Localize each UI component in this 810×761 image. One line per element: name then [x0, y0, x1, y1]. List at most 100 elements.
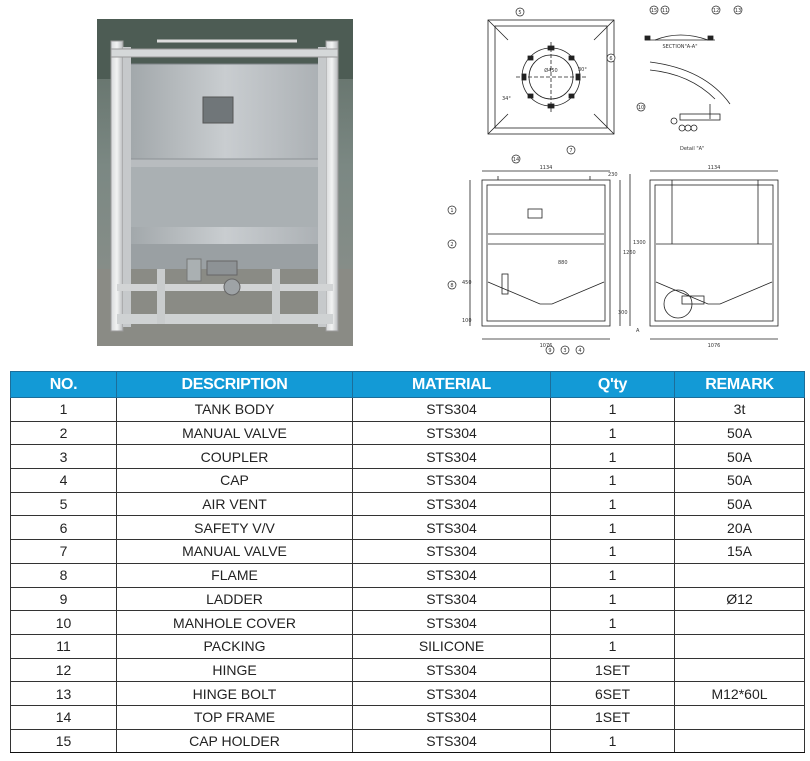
cell-no: 1	[10, 397, 117, 422]
cell-description: MANHOLE COVER	[116, 610, 353, 635]
cell-remark: 3t	[674, 397, 805, 422]
side-bottom-width-label: 1076	[540, 343, 553, 349]
cell-description: AIR VENT	[116, 491, 353, 517]
callout-number: 13	[735, 8, 741, 14]
detail-a-label: Detail "A"	[680, 146, 704, 152]
callout-balloon	[733, 5, 743, 15]
cell-remark: M12*60L	[674, 681, 805, 706]
callout-number: 1	[450, 208, 453, 214]
header-remark: REMARK	[674, 371, 805, 398]
cell-description: CAP	[116, 468, 353, 493]
cell-description: LADDER	[116, 586, 353, 612]
cell-remark: 50A	[674, 491, 805, 517]
cell-description: SAFETY V/V	[116, 515, 353, 541]
callout-number: 8	[450, 283, 453, 289]
cell-description: CAP HOLDER	[116, 728, 353, 754]
cell-qty: 1SET	[550, 704, 675, 730]
front-view	[649, 170, 779, 340]
header-material: MATERIAL	[352, 371, 551, 398]
cell-qty: 1	[550, 728, 675, 754]
cell-description: MANUAL VALVE	[116, 420, 353, 446]
cell-material: SILICONE	[352, 633, 551, 659]
cell-material: STS304	[352, 397, 551, 422]
front-width-label: 1134	[708, 165, 721, 171]
callout-number: 7	[569, 148, 572, 154]
cell-qty: 6SET	[550, 681, 675, 706]
technical-drawing: Ø450 30° 34° SECTION"A-A" Detail "A" 113…	[447, 5, 779, 355]
cell-no: 2	[10, 420, 117, 446]
cell-material: STS304	[352, 681, 551, 706]
cell-remark	[674, 657, 805, 683]
cell-material: STS304	[352, 420, 551, 446]
tank-photo-illustration	[97, 19, 353, 346]
cell-qty: 1	[550, 420, 675, 446]
angle-label: 30°	[578, 67, 587, 73]
cell-material: STS304	[352, 728, 551, 754]
cell-qty: 1	[550, 539, 675, 564]
cell-remark: 50A	[674, 468, 805, 493]
cell-no: 13	[10, 681, 117, 706]
cell-no: 7	[10, 539, 117, 564]
callout-balloon	[447, 239, 457, 249]
cell-remark: 20A	[674, 515, 805, 541]
cell-no: 3	[10, 444, 117, 470]
cell-remark: 50A	[674, 444, 805, 470]
cell-no: 8	[10, 562, 117, 588]
callout-balloon	[566, 145, 576, 155]
cell-qty: 1SET	[550, 657, 675, 683]
callout-balloon	[447, 205, 457, 215]
angle-label-left: 34°	[502, 96, 511, 102]
cell-qty: 1	[550, 562, 675, 588]
callout-number: 9	[548, 348, 551, 354]
callout-balloon	[447, 280, 457, 290]
side-height-upper-label: 1260	[623, 250, 636, 256]
callout-balloon	[606, 53, 616, 63]
callout-balloon	[649, 5, 659, 15]
cell-no: 9	[10, 586, 117, 612]
dimension-labels: Ø450 30° 34° SECTION"A-A" Detail "A" 113…	[462, 44, 720, 349]
cell-material: STS304	[352, 657, 551, 683]
cover-section-detail	[644, 34, 715, 41]
section-mark-a: A	[636, 328, 640, 334]
callout-balloon	[575, 345, 585, 355]
cell-remark: 15A	[674, 539, 805, 564]
cell-material: STS304	[352, 491, 551, 517]
callout-number: 5	[518, 10, 521, 16]
cell-remark	[674, 728, 805, 754]
cell-qty: 1	[550, 633, 675, 659]
cell-remark	[674, 562, 805, 588]
callout-balloon	[560, 345, 570, 355]
cell-qty: 1	[550, 491, 675, 517]
callout-number: 2	[450, 242, 453, 248]
callout-balloon	[545, 345, 555, 355]
cell-qty: 1	[550, 610, 675, 635]
callout-balloon	[511, 154, 521, 164]
table-header-row: NO. DESCRIPTION MATERIAL Q'ty REMARK	[10, 371, 805, 398]
side-230-label: 230	[608, 172, 618, 178]
callout-balloon	[636, 102, 646, 112]
callout-number: 12	[713, 8, 719, 14]
cell-no: 5	[10, 491, 117, 517]
cell-remark	[674, 610, 805, 635]
detail-a	[649, 61, 731, 132]
cell-material: STS304	[352, 586, 551, 612]
cell-remark: Ø12	[674, 586, 805, 612]
cell-material: STS304	[352, 468, 551, 493]
header-qty: Q'ty	[550, 371, 675, 398]
cell-no: 4	[10, 468, 117, 493]
callout-balloon	[711, 5, 721, 15]
cell-qty: 1	[550, 444, 675, 470]
cell-material: STS304	[352, 539, 551, 564]
